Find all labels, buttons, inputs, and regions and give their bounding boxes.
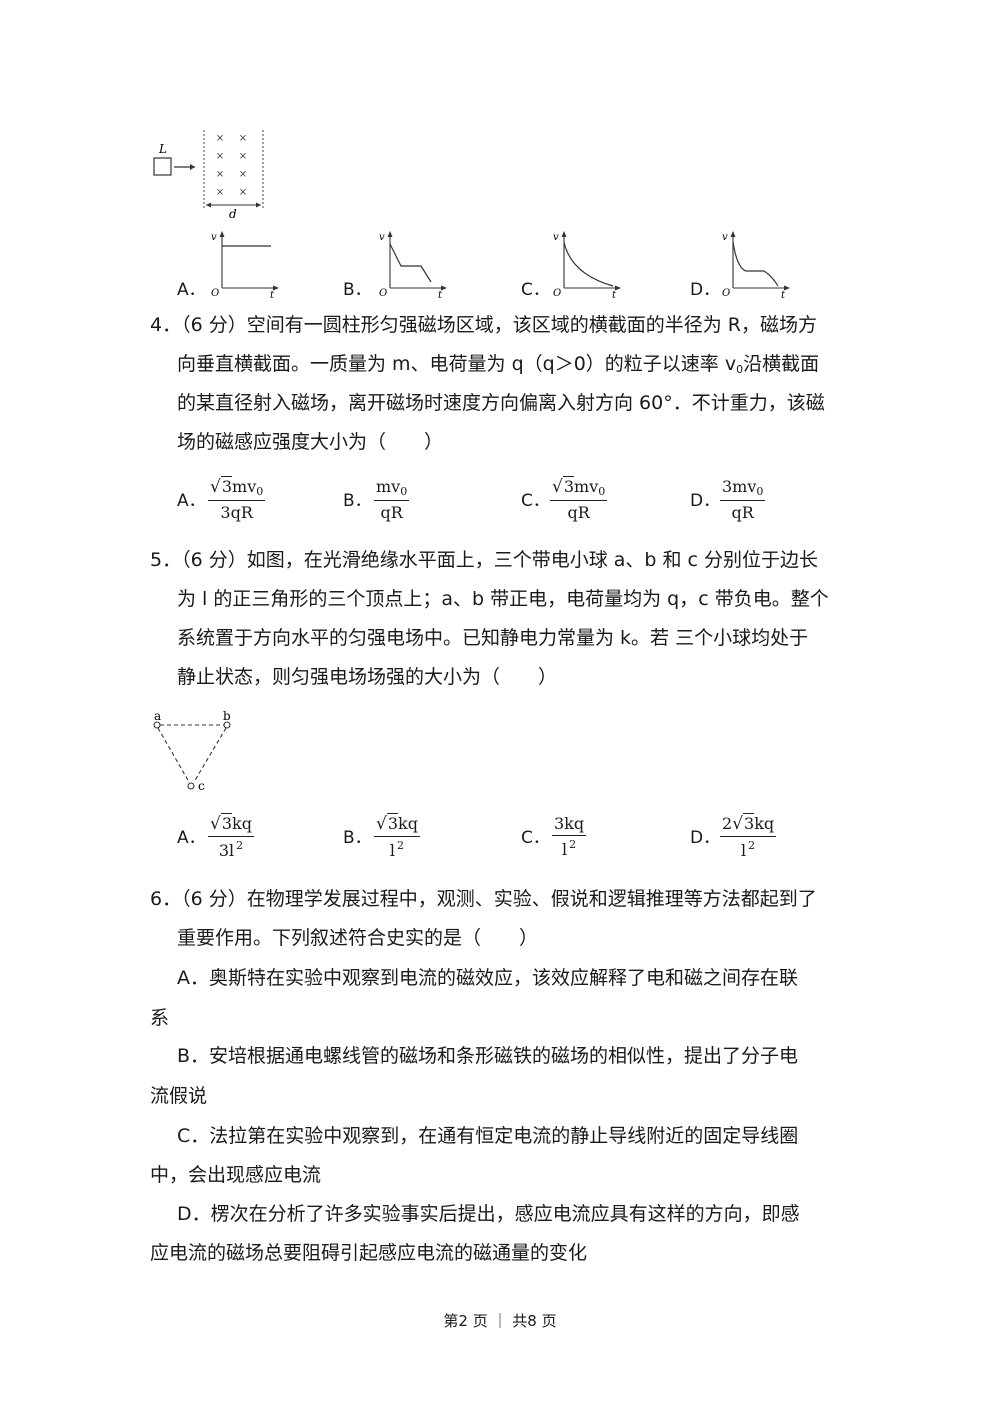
q3-option-b-graph[interactable]: v O t [373,228,453,300]
svg-text:t: t [270,290,275,300]
label-d: d [229,207,237,220]
field-marks: × × × × × × × × [216,133,247,198]
svg-text:×: × [216,133,224,144]
q5-line-2: 为 l 的正三角形的三个顶点上；a、b 带正电，电荷量均为 q，c 带负电。整个 [177,588,829,610]
svg-text:v: v [553,232,559,243]
svg-text:O: O [211,288,219,299]
q4-option-d-letter[interactable]: D． [690,491,721,511]
label-b: b [223,709,231,723]
svg-text:t: t [438,290,443,300]
q6-option-c-line-2[interactable]: 中，会出现感应电流 [150,1164,322,1186]
svg-text:×: × [239,133,247,144]
ball-c [187,782,195,790]
svg-text:×: × [239,151,247,162]
svg-text:O: O [722,288,730,299]
q5-line-1: 5．（6 分）如图，在光滑绝缘水平面上，三个带电小球 a、b 和 c 分别位于边… [150,549,819,571]
svg-text:×: × [216,187,224,198]
q6-option-c-line-1[interactable]: C．法拉第在实验中观察到，在通有恒定电流的静止导线附近的固定导线圈 [177,1125,799,1147]
q6-line-2: 重要作用。下列叙述符合史实的是（ ） [177,927,539,949]
q4-option-d-fraction[interactable]: 3mv0 qR [720,477,766,522]
q3-option-a-letter[interactable]: A． [177,280,206,300]
q4-option-a-fraction[interactable]: √3mv0 3qR [208,476,266,522]
side-ac [157,727,190,783]
q3-option-d-graph[interactable]: v O t [716,228,796,300]
q3-option-c-graph[interactable]: v O t [547,228,627,300]
q6-option-d-line-1[interactable]: D．楞次在分析了许多实验事实后提出，感应电流应具有这样的方向，即感 [177,1203,800,1225]
q4-option-c-fraction[interactable]: √3mv0 qR [550,476,608,522]
q6-option-b-line-2[interactable]: 流假说 [150,1085,208,1107]
q4-line-1: 4．（6 分）空间有一圆柱形匀强磁场区域，该区域的横截面的半径为 R，磁场方 [150,314,817,336]
q5-option-b-letter[interactable]: B． [343,828,372,848]
svg-text:O: O [379,288,387,299]
svg-text:×: × [216,169,224,180]
q3-option-c-letter[interactable]: C． [521,280,550,300]
q6-option-a-line-2[interactable]: 系 [150,1007,170,1029]
q5-option-a-letter[interactable]: A． [177,828,206,848]
motion-arrowhead [190,164,195,170]
svg-text:v: v [722,232,728,243]
label-a: a [154,709,161,723]
q3-option-a-graph[interactable]: v O t [205,228,285,300]
q4-option-b-letter[interactable]: B． [343,491,372,511]
ball-a [153,721,161,729]
ball-b [223,721,231,729]
q4-option-b-fraction[interactable]: mv0 qR [374,477,410,522]
q4-line-4: 场的磁感应强度大小为（ ） [177,431,444,453]
svg-text:t: t [612,290,617,300]
q5-option-c-letter[interactable]: C． [521,828,550,848]
q4-option-a-letter[interactable]: A． [177,491,206,511]
q4-line-2: 向垂直横截面。一质量为 m、电荷量为 q（q＞0）的粒子以速率 v0沿横截面 [177,353,820,376]
q6-option-a-line-1[interactable]: A．奥斯特在实验中观察到电流的磁效应，该效应解释了电和磁之间存在联 [177,967,798,989]
side-bc [193,727,227,783]
svg-text:v: v [379,232,385,243]
q3-option-d-letter[interactable]: D． [690,280,721,300]
q3-option-b-letter[interactable]: B． [343,280,372,300]
loop-field-figure: L × × × × × × × × d [153,130,264,220]
q5-line-4: 静止状态，则匀强电场场强的大小为（ ） [177,666,558,688]
svg-text:×: × [216,151,224,162]
triangle-charges-figure: a b c [153,709,231,793]
q6-line-1: 6．（6 分）在物理学发展过程中，观测、实验、假说和逻辑推理等方法都起到了 [150,888,817,910]
q5-option-d-letter[interactable]: D． [690,828,721,848]
q4-option-c-letter[interactable]: C． [521,491,550,511]
label-L: L [158,142,167,156]
svg-text:×: × [239,187,247,198]
svg-text:t: t [781,290,786,300]
q6-option-d-line-2[interactable]: 应电流的磁场总要阻碍引起感应电流的磁通量的变化 [150,1242,588,1264]
label-c: c [198,779,205,793]
svg-text:v: v [211,232,217,243]
square-loop [153,157,172,176]
q6-option-b-line-1[interactable]: B．安培根据通电螺线管的磁场和条形磁铁的磁场的相似性，提出了分子电 [177,1045,799,1067]
svg-text:×: × [239,169,247,180]
page-footer: 第2 页 ｜ 共8 页 [443,1312,557,1330]
q5-line-3: 系统置于方向水平的匀强电场中。已知静电力常量为 k。若 三个小球均处于 [177,627,809,649]
svg-text:O: O [553,288,561,299]
q4-line-3: 的某直径射入磁场，离开磁场时速度方向偏离入射方向 60°．不计重力，该磁 [177,392,825,414]
